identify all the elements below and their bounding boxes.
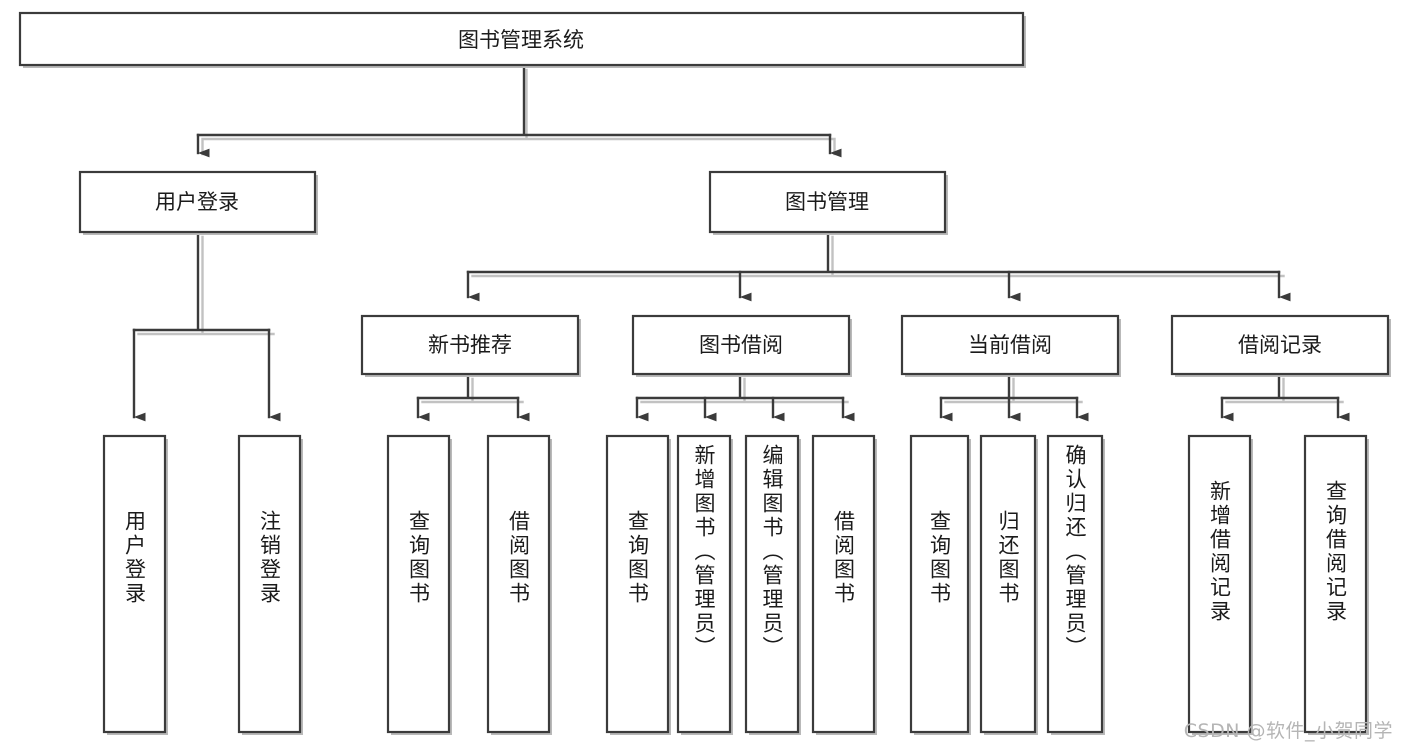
node-book-borrow[interactable]: 图书借阅 [631, 314, 852, 377]
leaf-new-book-2-labelwrap: 借阅图书 [488, 436, 549, 732]
node-root-book-management-system[interactable]: 图书管理系统 [18, 11, 1026, 68]
leaf-new-book-1-label: 查询图书 [406, 510, 431, 606]
node-root-label: 图书管理系统 [458, 28, 584, 52]
leaf-book-borrow-4-labelwrap: 借阅图书 [813, 436, 874, 732]
leaf-user-login-2-label: 注销登录 [257, 510, 282, 606]
leaf-current-borrow-1-label: 查询图书 [927, 510, 952, 606]
leaf-current-borrow-3-labelwrap: 确认归还（管理员） [1048, 436, 1102, 732]
node-current-borrow-label: 当前借阅 [968, 333, 1052, 357]
leaf-user-login-1-labelwrap: 用户登录 [104, 436, 165, 732]
connector-group-bookborrow-to-leaves [635, 372, 855, 422]
leaf-book-borrow-3-label: 编辑图书（管理员） [760, 444, 785, 660]
leaf-book-borrow-2-label: 新增图书（管理员） [692, 444, 717, 660]
leaf-current-borrow-2[interactable] [979, 434, 1038, 735]
leaf-borrow-record-2-label: 查询借阅记录 [1323, 480, 1348, 624]
connector-group-newbook-to-leaves [416, 372, 530, 422]
leaf-borrow-record-2[interactable] [1303, 434, 1369, 735]
leaf-book-borrow-3-labelwrap: 编辑图书（管理员） [746, 436, 798, 732]
leaf-borrow-record-2-labelwrap: 查询借阅记录 [1305, 436, 1366, 732]
leaf-borrow-record-1[interactable] [1187, 434, 1253, 735]
connector-group-currentborrow-to-leaves [939, 372, 1089, 422]
leaf-new-book-2[interactable] [486, 434, 552, 735]
leaf-new-book-1[interactable] [386, 434, 452, 735]
leaf-book-borrow-3[interactable] [744, 434, 801, 735]
leaf-borrow-record-1-label: 新增借阅记录 [1207, 480, 1232, 624]
leaf-current-borrow-1[interactable] [909, 434, 971, 735]
node-borrow-record[interactable]: 借阅记录 [1170, 314, 1391, 377]
node-book-management[interactable]: 图书管理 [708, 170, 948, 235]
node-current-borrow[interactable]: 当前借阅 [900, 314, 1121, 377]
node-book-management-label: 图书管理 [785, 190, 869, 214]
leaf-user-login-2[interactable] [237, 434, 303, 735]
leaf-user-login-2-labelwrap: 注销登录 [239, 436, 300, 732]
connector-group-userlogin-to-leaves [132, 230, 281, 422]
node-new-book-recommend-label: 新书推荐 [428, 333, 512, 357]
leaf-book-borrow-1-label: 查询图书 [625, 510, 650, 606]
leaf-book-borrow-4-label: 借阅图书 [831, 510, 856, 606]
leaf-user-login-1[interactable] [102, 434, 168, 735]
connector-group-borrowrecord-to-leaves [1220, 372, 1350, 422]
leaf-current-borrow-3-label: 确认归还（管理员） [1063, 444, 1088, 660]
leaf-new-book-1-labelwrap: 查询图书 [388, 436, 449, 732]
leaf-book-borrow-4[interactable] [811, 434, 877, 735]
leaf-user-login-1-label: 用户登录 [122, 510, 147, 606]
node-book-borrow-label: 图书借阅 [699, 333, 783, 357]
connector-group-bookmgmt-to-level3 [466, 230, 1291, 302]
node-user-login-label: 用户登录 [155, 190, 239, 214]
leaf-book-borrow-1-labelwrap: 查询图书 [607, 436, 668, 732]
leaf-current-borrow-3[interactable] [1046, 434, 1105, 735]
leaf-current-borrow-2-label: 归还图书 [996, 510, 1021, 606]
leaf-borrow-record-1-labelwrap: 新增借阅记录 [1189, 436, 1250, 732]
leaf-new-book-2-label: 借阅图书 [506, 510, 531, 606]
leaf-current-borrow-1-labelwrap: 查询图书 [911, 436, 968, 732]
connector-group-root-to-level2 [196, 63, 842, 158]
node-user-login[interactable]: 用户登录 [78, 170, 318, 235]
leaf-book-borrow-1[interactable] [605, 434, 671, 735]
leaf-book-borrow-2-labelwrap: 新增图书（管理员） [678, 436, 730, 732]
csdn-watermark: CSDN @软件_小贺同学 [1183, 720, 1393, 742]
leaf-book-borrow-2[interactable] [676, 434, 733, 735]
node-borrow-record-label: 借阅记录 [1238, 333, 1322, 357]
leaf-current-borrow-2-labelwrap: 归还图书 [981, 436, 1035, 732]
node-new-book-recommend[interactable]: 新书推荐 [360, 314, 581, 377]
